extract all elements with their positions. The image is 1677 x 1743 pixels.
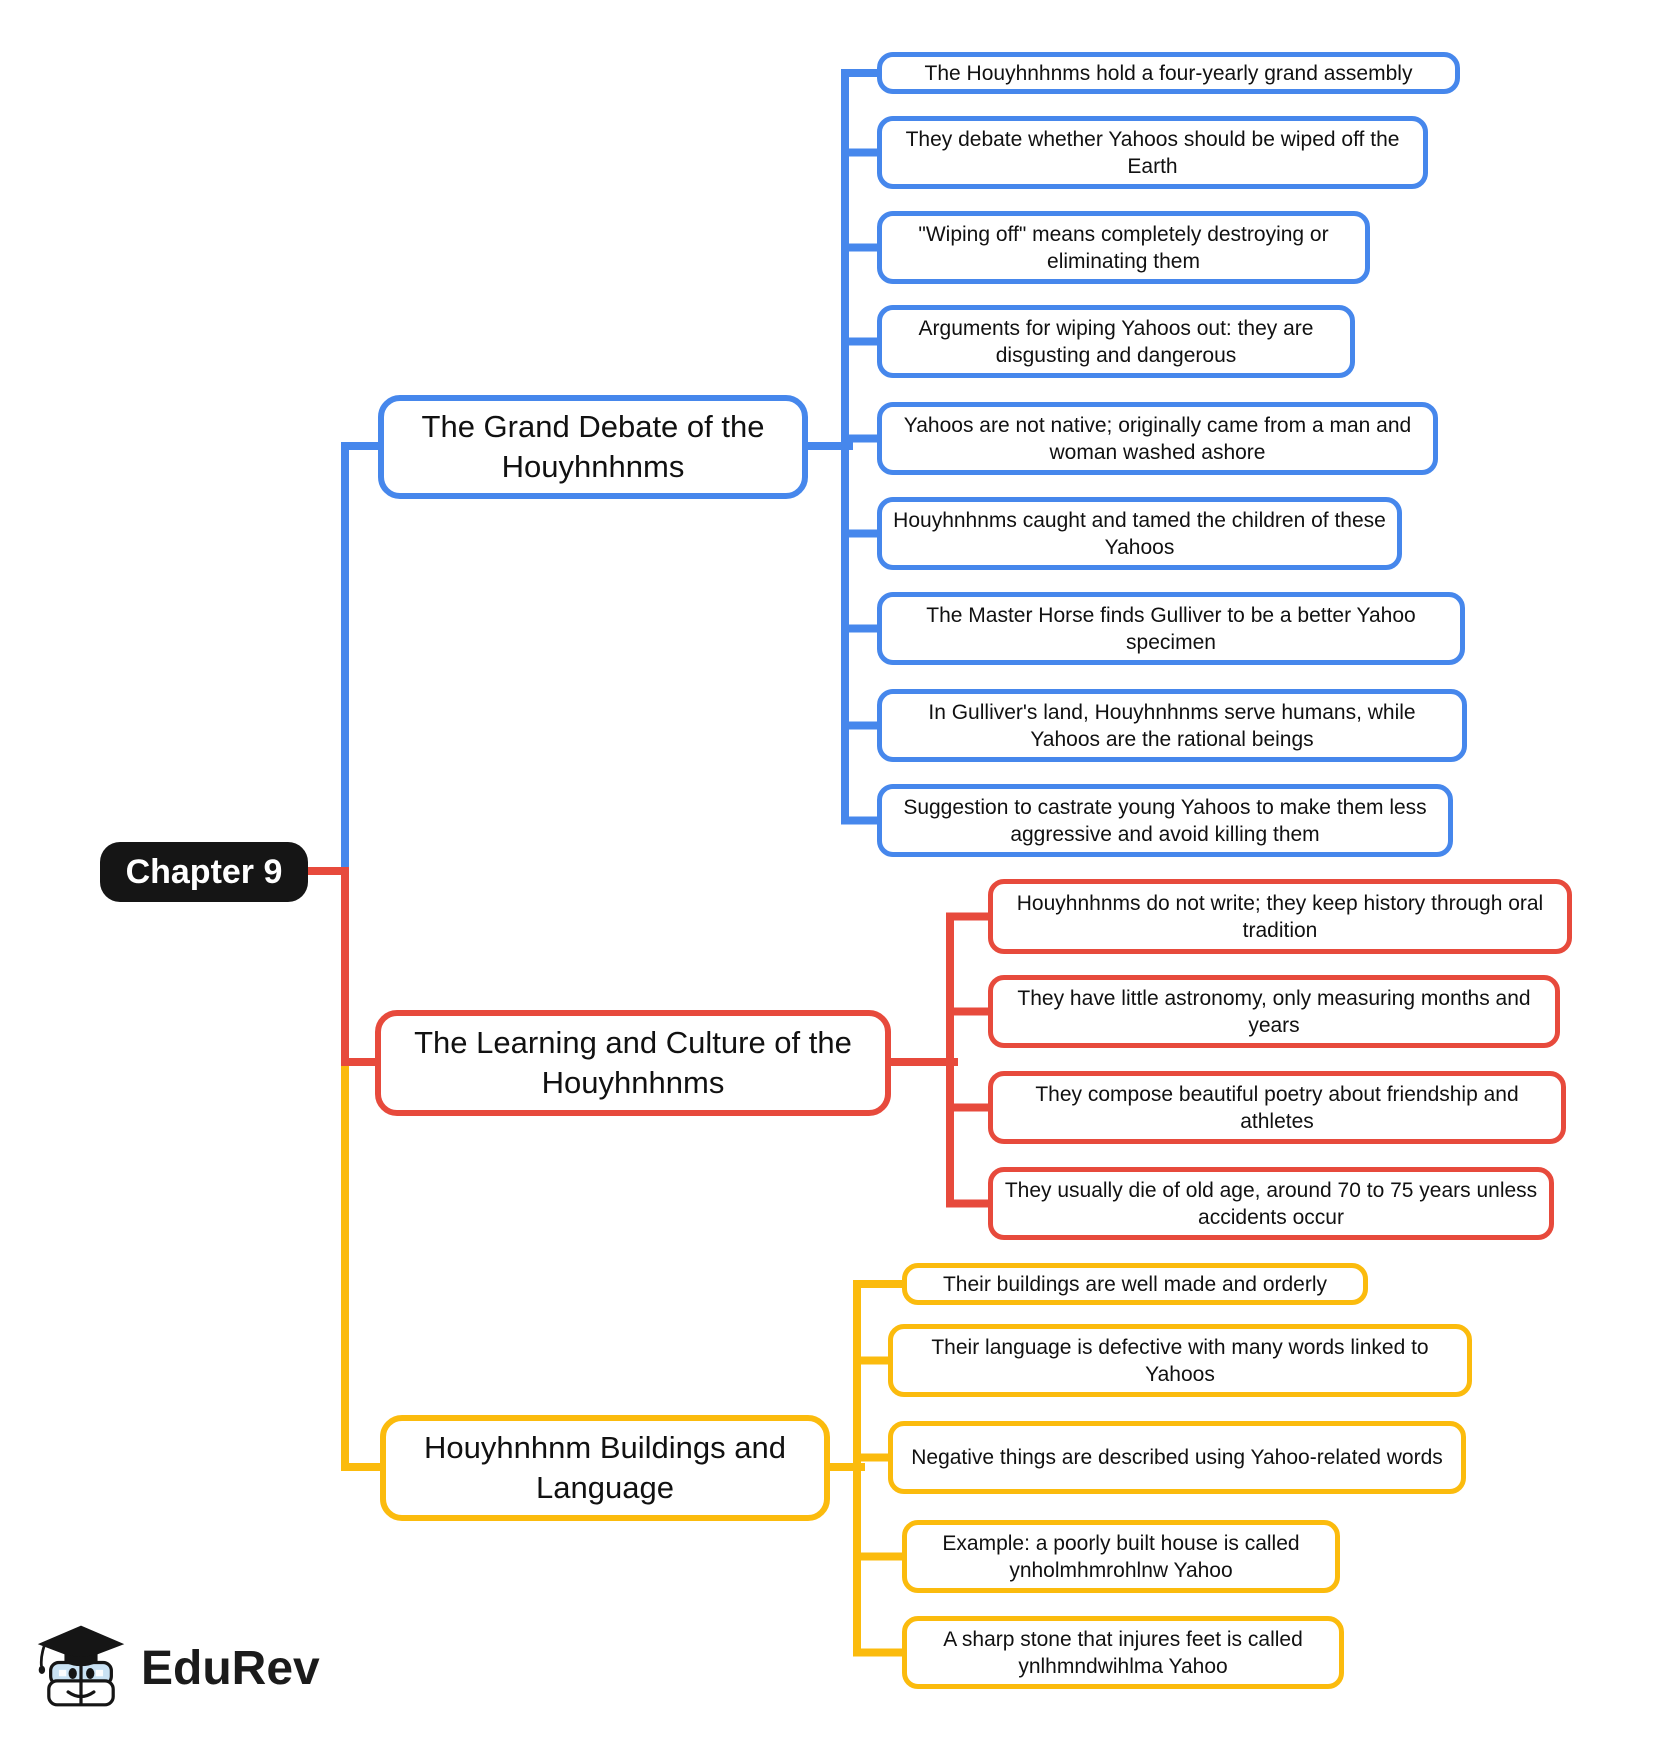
mindmap-leaf-node: Their language is defective with many wo… [888, 1324, 1472, 1397]
mindmap-leaf-node: Yahoos are not native; originally came f… [877, 402, 1438, 475]
mindmap-leaf-node: Arguments for wiping Yahoos out: they ar… [877, 305, 1355, 378]
branch-title-learning-culture: The Learning and Culture of the Houyhnhn… [375, 1010, 891, 1116]
mindmap-leaf-node: They have little astronomy, only measuri… [988, 975, 1560, 1048]
mindmap-leaf-node: Example: a poorly built house is called … [902, 1520, 1340, 1593]
blue-branch-connector [341, 69, 888, 875]
mindmap-leaf-node: Houyhnhnms caught and tamed the children… [877, 497, 1402, 570]
mindmap-leaf-node: A sharp stone that injures feet is calle… [902, 1616, 1344, 1689]
mindmap-leaf-node: "Wiping off" means completely destroying… [877, 211, 1370, 284]
mindmap-leaf-node: They compose beautiful poetry about frie… [988, 1071, 1566, 1144]
mindmap-leaf-node: They usually die of old age, around 70 t… [988, 1167, 1554, 1240]
mindmap-leaf-node: The Master Horse finds Gulliver to be a … [877, 592, 1465, 665]
yellow-branch-connector [341, 1058, 916, 1657]
edurev-logo: EduRev [35, 1622, 320, 1714]
branch-title-buildings-language: Houyhnhnm Buildings and Language [380, 1415, 830, 1521]
mindmap-leaf-node: Houyhnhnms do not write; they keep histo… [988, 879, 1572, 954]
root-node: Chapter 9 [100, 842, 308, 902]
mindmap-leaf-node: In Gulliver's land, Houyhnhnms serve hum… [877, 689, 1467, 762]
red-branch-connector [296, 867, 999, 1208]
mindmap-leaf-node: They debate whether Yahoos should be wip… [877, 116, 1428, 189]
branch-title-grand-debate: The Grand Debate of the Houyhnhnms [378, 395, 808, 499]
edurev-mascot-icon [37, 1625, 125, 1707]
mindmap-leaf-node: Suggestion to castrate young Yahoos to m… [877, 784, 1453, 857]
edurev-logo-text: EduRev [141, 1641, 320, 1695]
mindmap-leaf-node: Negative things are described using Yaho… [888, 1421, 1466, 1494]
mindmap-leaf-node: Their buildings are well made and orderl… [902, 1263, 1368, 1305]
mindmap-leaf-node: The Houyhnhnms hold a four-yearly grand … [877, 52, 1460, 94]
